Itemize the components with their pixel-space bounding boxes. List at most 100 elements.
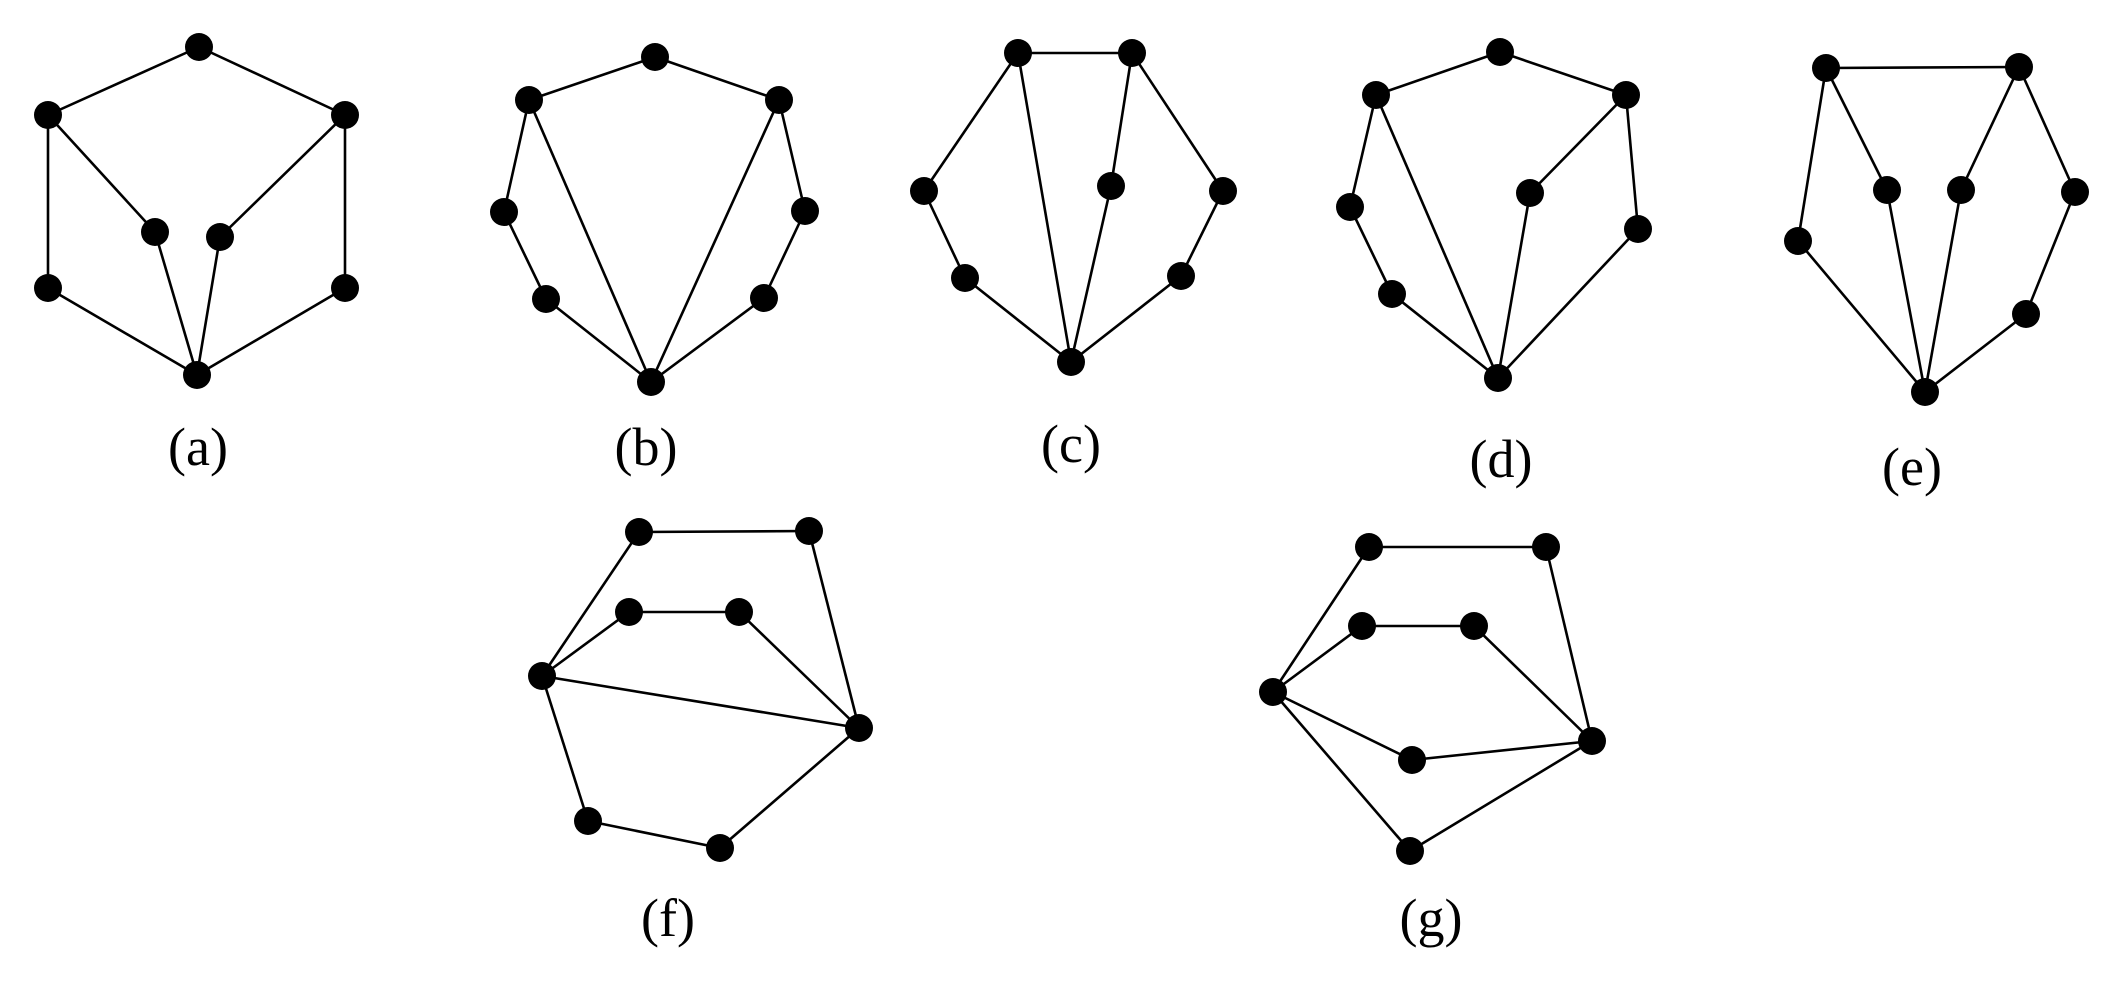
graph-g-edge — [1473, 625, 1593, 742]
graph-g-edge — [1409, 739, 1593, 853]
graph-g-edge — [1411, 739, 1593, 762]
graph-b-edge — [777, 99, 807, 212]
graph-a-edge — [47, 286, 198, 377]
graph-c-edge — [1179, 190, 1225, 277]
graph-b-edge — [654, 55, 780, 102]
graph-d-edge — [1497, 228, 1639, 379]
graph-d-edge — [1348, 94, 1378, 208]
graph-c-edge — [964, 276, 1072, 364]
graph-a-edge — [196, 286, 346, 377]
graph-b-vertex — [490, 198, 518, 226]
graph-e-edge — [1796, 67, 1828, 242]
graph-c-edge — [922, 52, 1020, 192]
graph-d-edge — [1375, 50, 1501, 97]
graph-b-vertex — [765, 86, 793, 114]
graph-f-edge — [738, 611, 860, 729]
graph-e-edge — [1924, 312, 2027, 394]
graph-e-edge — [1959, 66, 2021, 191]
graph-f-vertex — [845, 714, 873, 742]
graph-d-vertex — [1336, 193, 1364, 221]
graph-e-vertex — [2005, 53, 2033, 81]
graph-a-edge — [198, 45, 346, 117]
graph-c-edge — [1130, 52, 1225, 192]
graph-panel-c — [910, 39, 1237, 376]
graph-f-vertex — [615, 598, 643, 626]
graph-a-vertex — [141, 218, 169, 246]
graph-a-vertex — [331, 101, 359, 129]
graph-a-vertex — [331, 274, 359, 302]
graph-c-edge — [922, 190, 967, 279]
graph-g-edge — [1272, 691, 1411, 852]
graph-c-edge — [1069, 185, 1113, 363]
caption-b: (b) — [615, 417, 678, 477]
graph-b-vertex — [641, 43, 669, 71]
graph-d-vertex — [1516, 179, 1544, 207]
caption-g: (g) — [1400, 888, 1463, 948]
graph-c-vertex — [910, 177, 938, 205]
graph-b-vertex — [637, 368, 665, 396]
graph-d-vertex — [1362, 81, 1390, 109]
graph-f-vertex — [625, 518, 653, 546]
graph-d-edge — [1529, 94, 1627, 194]
graph-c-edge — [1016, 52, 1073, 363]
graph-d-edge — [1499, 50, 1627, 97]
graph-f-edge — [541, 674, 860, 730]
graph-f-vertex — [528, 662, 556, 690]
graph-b-edge — [650, 296, 765, 384]
graph-e-vertex — [1812, 54, 1840, 82]
graph-panel-e — [1784, 53, 2089, 406]
graph-b-edge — [527, 99, 653, 383]
graph-e-edge — [2017, 66, 2077, 193]
graph-c-vertex — [1118, 39, 1146, 67]
graph-e-edge — [2024, 191, 2077, 315]
graph-f-vertex — [706, 834, 734, 862]
graph-panel-a — [34, 33, 359, 389]
graph-d-edge — [1374, 94, 1500, 379]
graph-c-vertex — [1004, 39, 1032, 67]
graph-g-vertex — [1348, 612, 1376, 640]
graph-b-vertex — [515, 86, 543, 114]
graph-e-vertex — [1784, 227, 1812, 255]
graph-e-edge — [1797, 240, 1926, 393]
graph-b-edge — [762, 210, 807, 299]
graph-panel-b — [490, 43, 819, 396]
graph-panel-d — [1336, 38, 1652, 392]
graph-b-edge — [528, 55, 656, 102]
graph-panel-f — [528, 517, 873, 862]
graph-a-vertex — [34, 101, 62, 129]
graph-c-edge — [1109, 52, 1134, 187]
graph-d-vertex — [1378, 280, 1406, 308]
graph-a-edge — [47, 45, 200, 117]
graph-b-edge — [502, 211, 548, 300]
graph-g-vertex — [1460, 612, 1488, 640]
graph-d-vertex — [1612, 81, 1640, 109]
caption-d: (d) — [1470, 429, 1533, 489]
graph-b-vertex — [791, 197, 819, 225]
caption-f: (f) — [641, 888, 695, 948]
graph-f-edge — [638, 529, 810, 534]
graph-f-edge — [541, 610, 630, 678]
graph-e-vertex — [2012, 300, 2040, 328]
graph-a-edge — [153, 231, 199, 376]
graph-g-vertex — [1259, 678, 1287, 706]
graph-e-vertex — [1947, 176, 1975, 204]
graph-b-edge — [502, 99, 531, 213]
graph-f-edge — [719, 727, 860, 849]
graph-a-edge — [195, 236, 222, 376]
graph-e-vertex — [2061, 178, 2089, 206]
graph-d-vertex — [1484, 364, 1512, 392]
graph-g-edge — [1272, 624, 1363, 694]
graph-c-vertex — [1167, 262, 1195, 290]
graph-c-vertex — [1209, 177, 1237, 205]
graph-d-vertex — [1624, 215, 1652, 243]
graph-a-edge — [47, 114, 156, 233]
graph-e-vertex — [1873, 176, 1901, 204]
graph-g-vertex — [1355, 533, 1383, 561]
graph-g-vertex — [1398, 746, 1426, 774]
graph-a-edge — [219, 114, 346, 238]
graph-panel-g — [1259, 533, 1606, 865]
graph-f-edge — [540, 675, 590, 822]
caption-a: (a) — [168, 417, 228, 477]
graph-c-vertex — [1097, 172, 1125, 200]
caption-c: (c) — [1041, 414, 1101, 474]
